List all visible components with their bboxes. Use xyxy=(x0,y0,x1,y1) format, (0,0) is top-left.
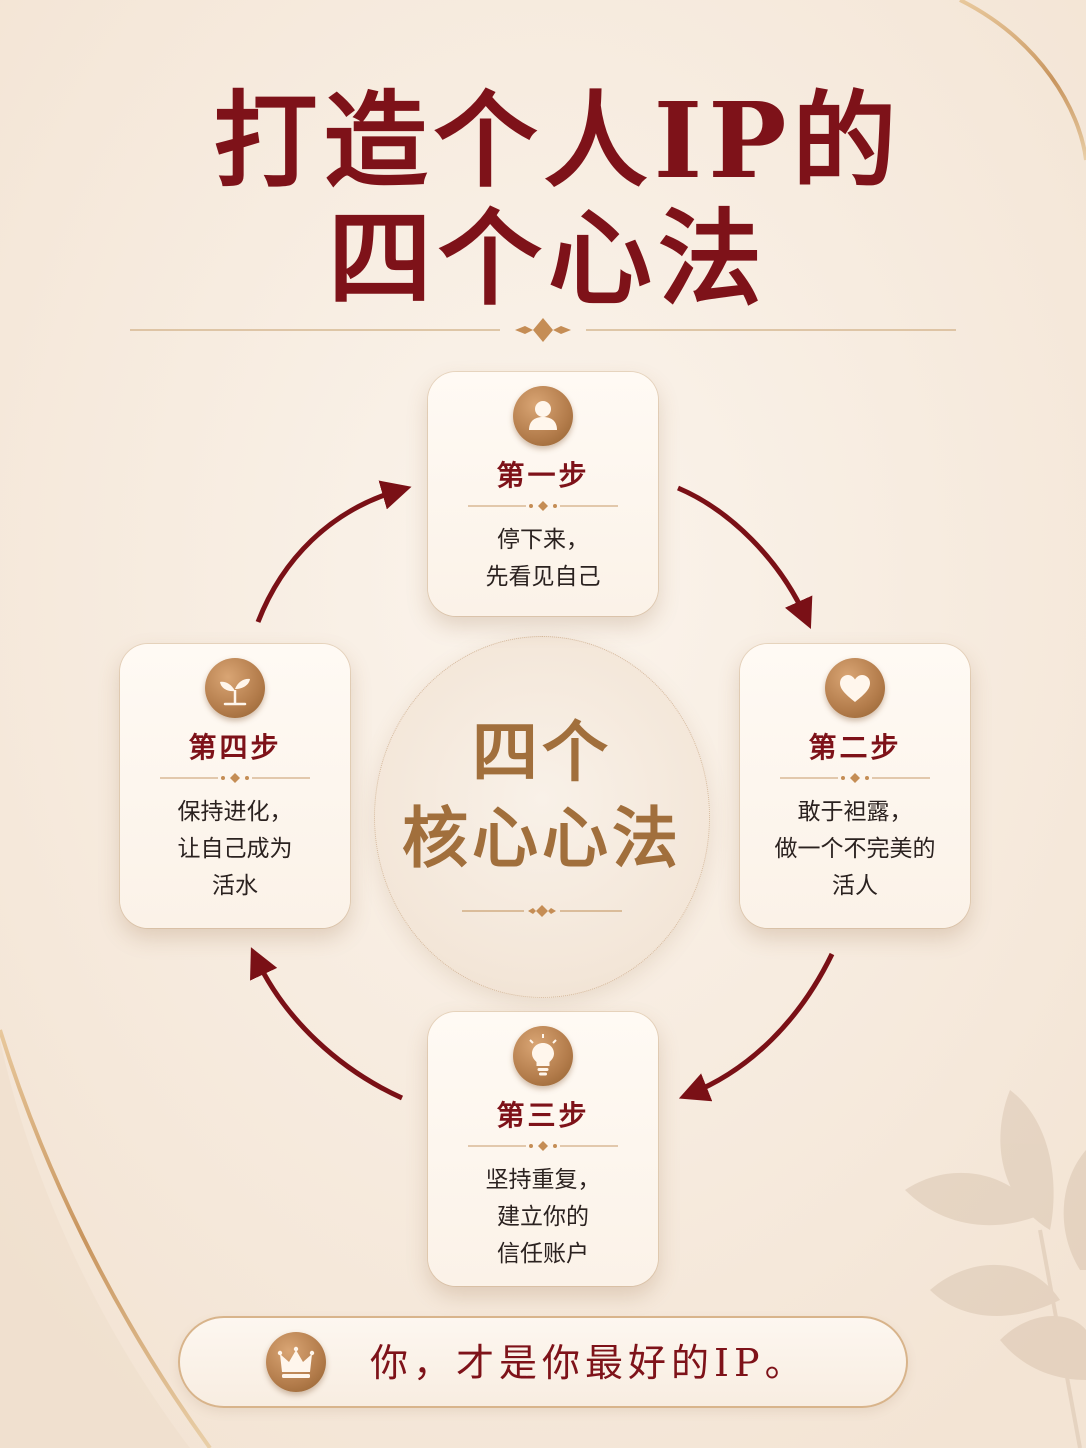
step-divider xyxy=(468,1141,618,1151)
step-divider xyxy=(160,773,310,783)
slogan-banner: 你，才是你最好的IP。 xyxy=(178,1316,908,1408)
step-description-line: 建立你的 xyxy=(497,1204,589,1230)
step-divider xyxy=(780,773,930,783)
step-description: 停下来， 先看见自己 xyxy=(436,522,650,596)
arrow-step3-to-step4 xyxy=(250,947,404,1101)
page-title-line2: 四个心法 xyxy=(327,197,768,320)
step-description-line: 活水 xyxy=(212,873,258,899)
title-ornament-divider xyxy=(130,318,956,342)
leaf-shadow-decoration xyxy=(905,1090,1086,1448)
step-divider xyxy=(468,501,618,511)
step-description-line: 先看见自己 xyxy=(485,564,601,590)
step-label: 第三步 xyxy=(496,1099,590,1132)
arrow-step4-to-step1 xyxy=(255,480,412,623)
step-description: 坚持重复， 建立你的 信任账户 xyxy=(436,1162,650,1273)
person-icon xyxy=(513,386,573,446)
center-ornament-divider xyxy=(462,905,622,917)
step-card-4: 第四步 保持进化， 让自己成为 活水 xyxy=(120,644,350,928)
page-title-line1: 打造个人IP的 xyxy=(213,79,903,202)
arrow-step1-to-step2 xyxy=(677,485,813,629)
step-card-1: 第一步 停下来， 先看见自己 xyxy=(428,372,658,616)
step-description-line: 敢于袒露， xyxy=(797,799,913,825)
step-description: 敢于袒露， 做一个不完美的 活人 xyxy=(748,794,962,905)
step-description-line: 坚持重复， xyxy=(485,1167,601,1193)
step-description: 保持进化， 让自己成为 活水 xyxy=(128,794,342,905)
step-description-line: 活人 xyxy=(832,873,878,899)
step-description-line: 做一个不完美的 xyxy=(774,836,936,862)
crown-icon xyxy=(266,1332,326,1392)
step-card-2: 第二步 敢于袒露， 做一个不完美的 活人 xyxy=(740,644,970,928)
step-description-line: 信任账户 xyxy=(497,1241,589,1267)
heart-icon xyxy=(825,658,885,718)
arrow-step2-to-step3 xyxy=(678,952,835,1102)
step-label: 第一步 xyxy=(496,459,590,492)
step-label: 第二步 xyxy=(808,731,902,764)
center-circle xyxy=(374,636,710,998)
step-description-line: 让自己成为 xyxy=(177,836,293,862)
sprout-icon xyxy=(205,658,265,718)
step-label: 第四步 xyxy=(188,731,282,764)
center-title-line1: 四个 xyxy=(472,713,612,791)
lightbulb-icon xyxy=(513,1026,573,1086)
step-description-line: 保持进化， xyxy=(177,799,293,825)
step-description-line: 停下来， xyxy=(497,527,589,553)
step-card-3: 第三步 坚持重复， 建立你的 信任账户 xyxy=(428,1012,658,1286)
slogan-text: 你，才是你最好的IP。 xyxy=(370,1341,808,1385)
center-title-line2: 核心心法 xyxy=(402,799,682,877)
